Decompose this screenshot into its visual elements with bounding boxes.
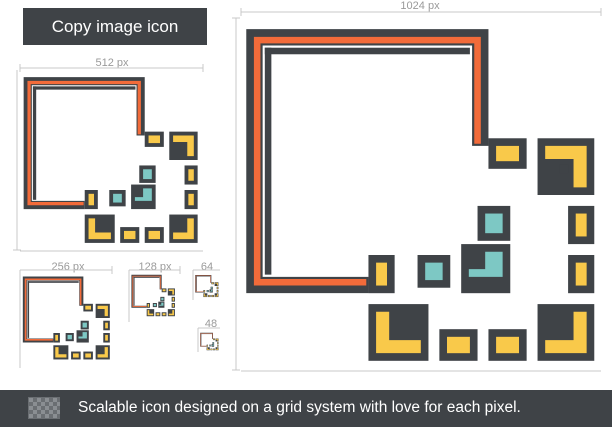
footer-bar [0,390,612,427]
copy-image-icon-1024 [246,29,595,361]
size-label-48: 48 [204,318,218,330]
copy-image-icon-64 [195,274,219,298]
size-label-512: 512 px [95,57,129,69]
title-label: Copy image icon [23,8,207,45]
guide-lines [13,8,602,372]
copy-image-icon-512 [23,77,198,243]
size-label-1024: 1024 px [400,0,440,12]
grid-icon [28,397,60,419]
copy-image-icon-256 [22,276,110,360]
footer-text: Scalable icon designed on a grid system … [78,399,521,416]
copy-image-icon-48 [200,332,219,351]
copy-image-icon-128 [131,274,175,317]
